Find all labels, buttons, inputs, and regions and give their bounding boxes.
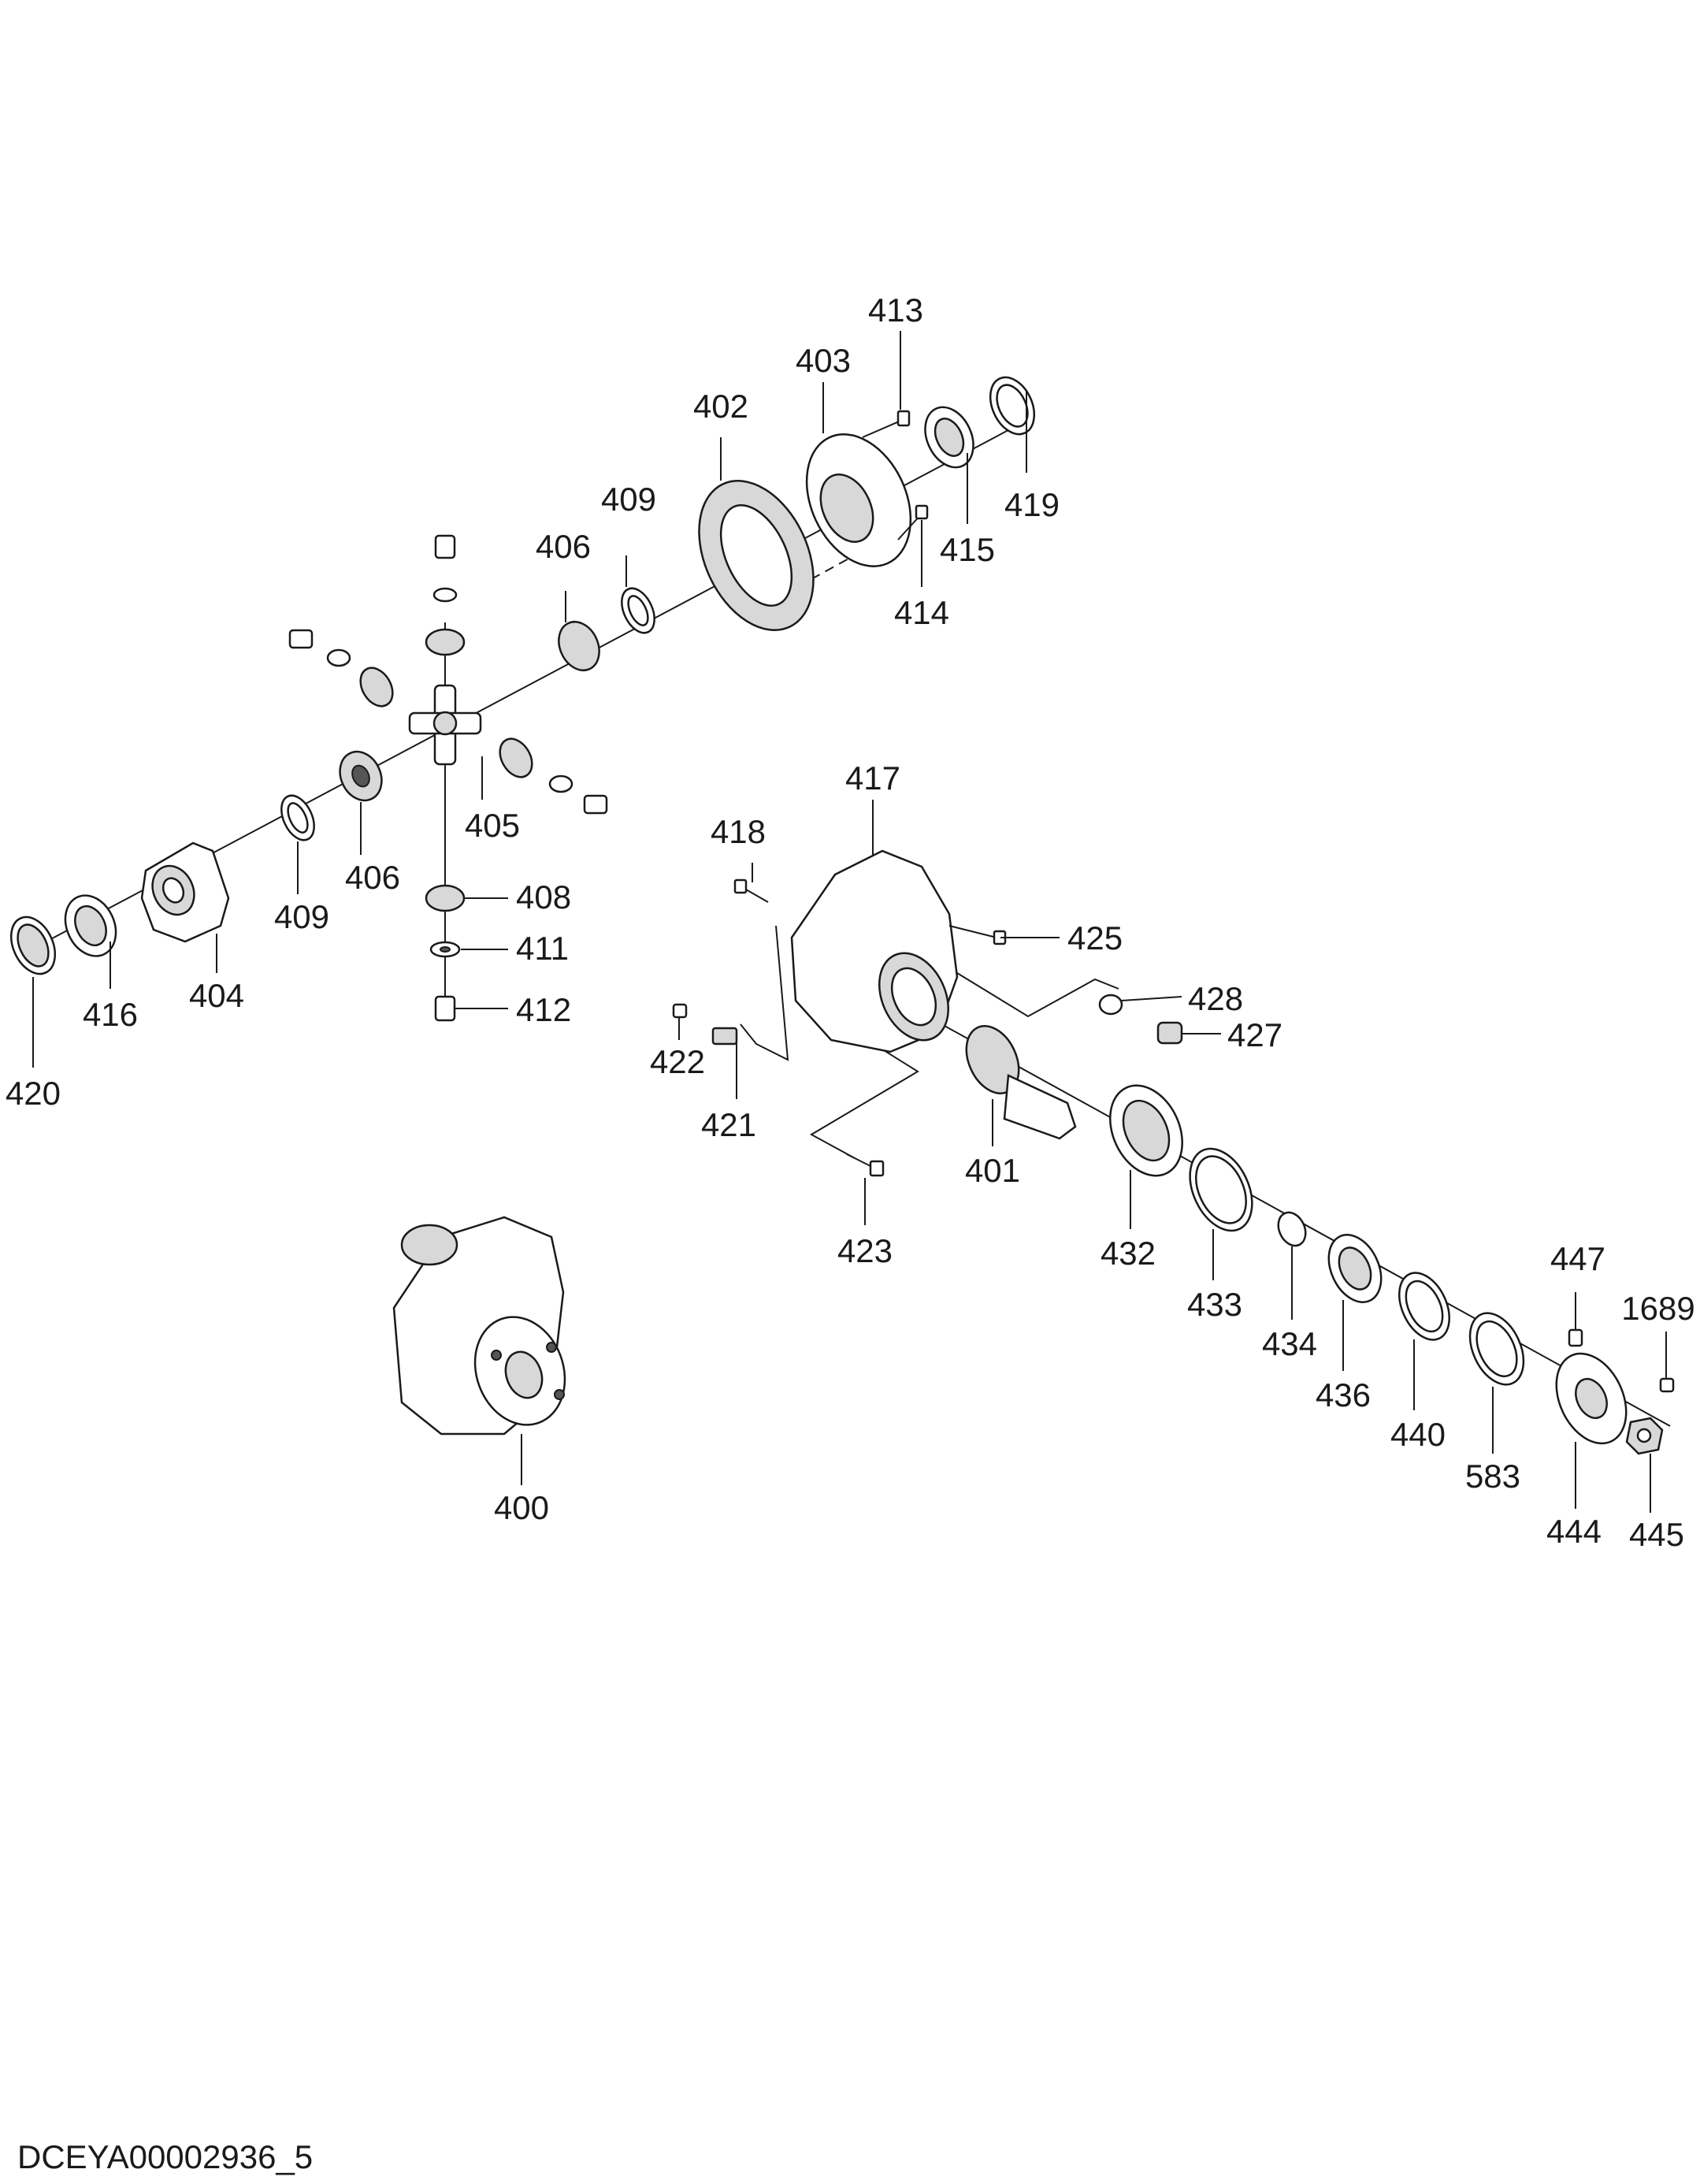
- callout-406-upper: 406: [536, 528, 591, 565]
- callout-409-upper: 409: [601, 481, 656, 518]
- callout-415: 415: [940, 531, 995, 568]
- callout-418: 418: [711, 813, 766, 850]
- callout-411: 411: [516, 930, 569, 967]
- callout-416: 416: [83, 996, 138, 1033]
- callout-1689: 1689: [1621, 1290, 1694, 1327]
- part-pinion-gears: [288, 534, 608, 912]
- callout-403: 403: [796, 342, 851, 379]
- part-411-washer: [429, 941, 461, 958]
- callout-447: 447: [1550, 1240, 1605, 1277]
- callout-422: 422: [650, 1043, 705, 1080]
- part-436-bearing: [1327, 1234, 1383, 1303]
- part-427-plug: [1156, 1021, 1183, 1045]
- callout-leaders: [32, 331, 1667, 1513]
- callout-417: 417: [845, 760, 900, 797]
- part-445-flange-nut: [1625, 1417, 1664, 1455]
- callout-400: 400: [494, 1489, 549, 1526]
- part-1689-nut: [1659, 1377, 1675, 1393]
- part-440-seal: [1398, 1272, 1450, 1341]
- part-420-nut-ring: [9, 916, 57, 975]
- callout-419: 419: [1004, 486, 1060, 523]
- part-428-o-ring: [1098, 994, 1123, 1016]
- part-405-spider: [408, 684, 482, 766]
- part-432-bearing: [1109, 1084, 1183, 1177]
- callout-440: 440: [1390, 1416, 1446, 1453]
- callout-420: 420: [6, 1075, 61, 1112]
- part-425-bolt: [948, 925, 1007, 945]
- callout-436: 436: [1316, 1376, 1371, 1413]
- callout-427: 427: [1227, 1016, 1282, 1053]
- part-416-bearing: [64, 894, 117, 957]
- part-406-side-gear-lower: [339, 750, 383, 802]
- callout-412: 412: [516, 991, 571, 1028]
- callout-433: 433: [1187, 1286, 1242, 1323]
- callout-421: 421: [701, 1106, 756, 1143]
- part-402-ring-gear: [698, 480, 815, 631]
- part-409-thrust-washer-upper: [621, 587, 655, 634]
- callout-423: 423: [837, 1232, 893, 1269]
- part-409-thrust-washer-lower: [280, 794, 315, 841]
- part-414-bolt: [897, 504, 929, 540]
- callout-432: 432: [1101, 1235, 1156, 1272]
- callout-402: 402: [693, 388, 748, 425]
- drawing-code: DCEYA00002936_5: [17, 2138, 313, 2175]
- part-423-bolt: [846, 1153, 885, 1177]
- part-447-bolt: [1568, 1328, 1583, 1347]
- callout-401: 401: [965, 1152, 1020, 1189]
- part-419-nut-ring: [989, 376, 1036, 436]
- part-583-shim: [1468, 1312, 1525, 1386]
- callout-445: 445: [1629, 1516, 1684, 1553]
- part-403-case-half: [805, 433, 912, 567]
- part-421-plate: [711, 1027, 738, 1046]
- callout-404: 404: [189, 977, 244, 1014]
- callout-434: 434: [1262, 1325, 1317, 1362]
- part-417-carrier-housing: [790, 849, 959, 1053]
- callout-583: 583: [1465, 1458, 1520, 1495]
- part-412-pin: [434, 995, 456, 1022]
- part-434-spacer: [1277, 1211, 1307, 1247]
- part-422-screw: [672, 1003, 688, 1019]
- part-444-flange: [1555, 1352, 1628, 1445]
- callout-425: 425: [1067, 919, 1123, 956]
- callout-409-lower: 409: [274, 898, 329, 935]
- part-413-bolt: [862, 410, 911, 438]
- part-404-differential-case: [140, 841, 230, 943]
- part-401-drive-pinion: [965, 1025, 1077, 1140]
- callout-413: 413: [868, 292, 923, 329]
- callout-408: 408: [516, 878, 571, 916]
- callout-labels: 400 401 402 403 404 405 406 406 408 409 …: [6, 292, 1695, 1553]
- part-415-bearing: [924, 406, 974, 469]
- callout-405: 405: [465, 807, 520, 844]
- part-406-side-gear-upper: [558, 621, 600, 671]
- part-400-carrier-assembly: [392, 1216, 566, 1436]
- callout-406-lower: 406: [345, 859, 400, 896]
- callout-414: 414: [894, 594, 949, 631]
- callout-428: 428: [1188, 980, 1243, 1017]
- callout-444: 444: [1546, 1513, 1602, 1550]
- part-418-bolt: [733, 878, 769, 903]
- part-433-shim: [1189, 1147, 1253, 1232]
